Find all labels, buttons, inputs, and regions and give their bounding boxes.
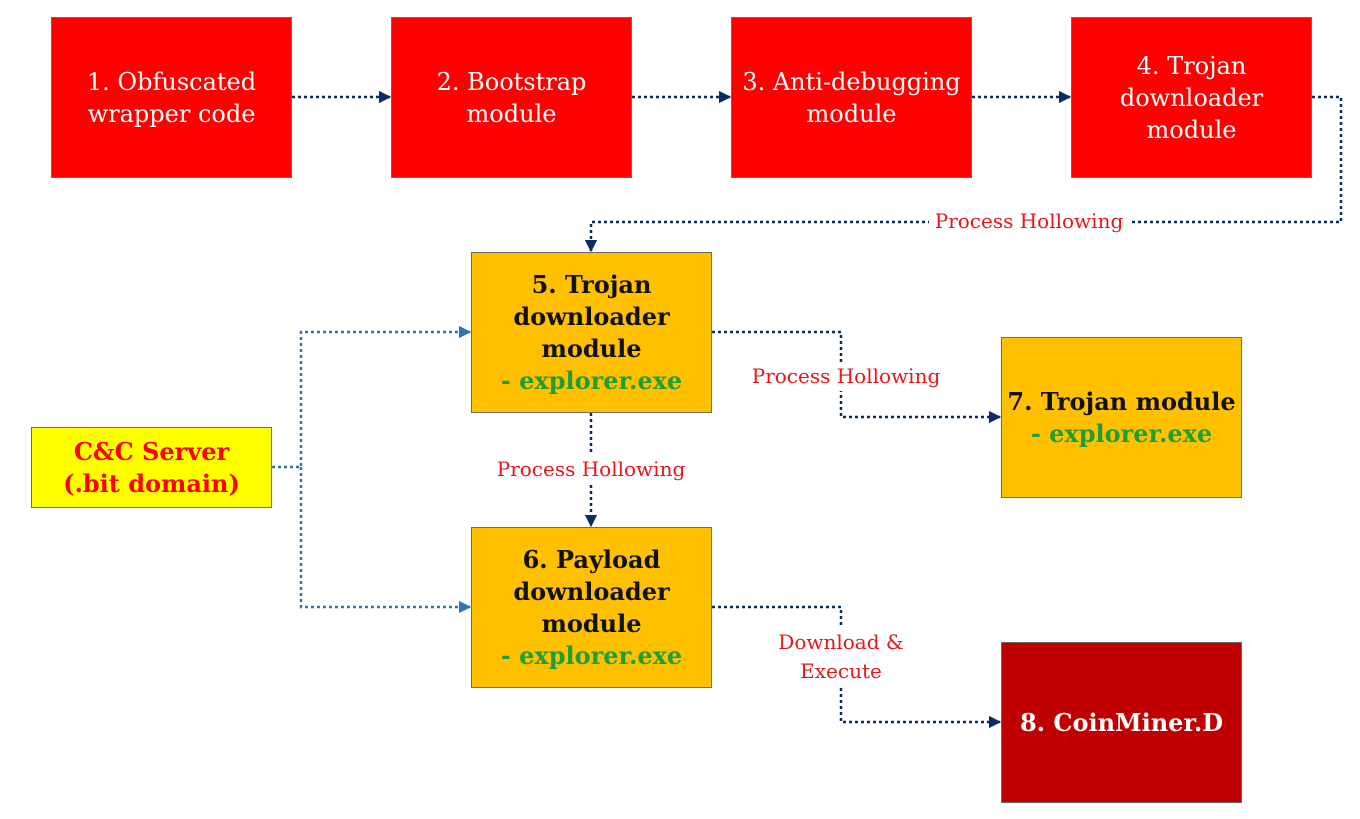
edge-label-5-to-7: Process Hollowing — [746, 362, 946, 391]
node-6-line1: 6. Payload — [522, 544, 661, 574]
node-cc-server: C&C Server (.bit domain) — [31, 427, 272, 508]
node-trojan-downloader-module-5: 5. Trojan downloader module - explorer.e… — [471, 252, 712, 413]
node-8-line1: 8. CoinMiner.D — [1019, 707, 1224, 737]
edge-label-6-to-8: Download & Execute — [766, 628, 916, 686]
node-4-line1: 4. Trojan — [1136, 51, 1247, 80]
node-trojan-downloader-module-4: 4. Trojan downloader module — [1071, 17, 1312, 178]
arrow-cc-to-6 — [299, 467, 472, 614]
node-3-line2: module — [806, 99, 897, 128]
edge-label-6-to-8-line1: Download & — [778, 630, 904, 654]
node-6-line2: downloader — [513, 576, 670, 606]
node-2-line2: module — [466, 99, 557, 128]
node-coinminer: 8. CoinMiner.D — [1001, 642, 1242, 803]
cc-line1: C&C Server — [73, 436, 230, 466]
edge-label-5-to-6: Process Hollowing — [491, 455, 691, 484]
node-4-line3: module — [1146, 115, 1237, 144]
node-7-line1: 7. Trojan module — [1007, 386, 1236, 416]
node-2-line1: 2. Bootstrap — [436, 67, 587, 96]
node-1-line2: wrapper code — [87, 99, 256, 128]
node-4-line2: downloader — [1119, 83, 1264, 112]
node-trojan-module: 7. Trojan module - explorer.exe — [1001, 337, 1242, 498]
node-5-line3: module — [541, 333, 642, 363]
node-6-process: - explorer.exe — [500, 640, 683, 670]
node-5-line1: 5. Trojan — [531, 269, 652, 299]
node-5-line2: downloader — [513, 301, 670, 331]
node-3-line1: 3. Anti-debugging — [742, 67, 961, 96]
node-6-line3: module — [541, 608, 642, 638]
edge-label-6-to-8-line2: Execute — [800, 659, 882, 683]
node-5-process: - explorer.exe — [500, 365, 683, 395]
node-bootstrap-module: 2. Bootstrap module — [391, 17, 632, 178]
arrow-cc-to-5 — [272, 325, 472, 469]
edge-label-4-to-5: Process Hollowing — [929, 207, 1129, 236]
node-1-line1: 1. Obfuscated — [86, 67, 257, 96]
node-payload-downloader-module: 6. Payload downloader module - explorer.… — [471, 527, 712, 688]
node-obfuscated-wrapper: 1. Obfuscated wrapper code — [51, 17, 292, 178]
node-7-process: - explorer.exe — [1030, 418, 1213, 448]
arrow-4-to-5 — [584, 95, 1343, 253]
cc-line2: (.bit domain) — [63, 468, 240, 498]
node-anti-debugging-module: 3. Anti-debugging module — [731, 17, 972, 178]
